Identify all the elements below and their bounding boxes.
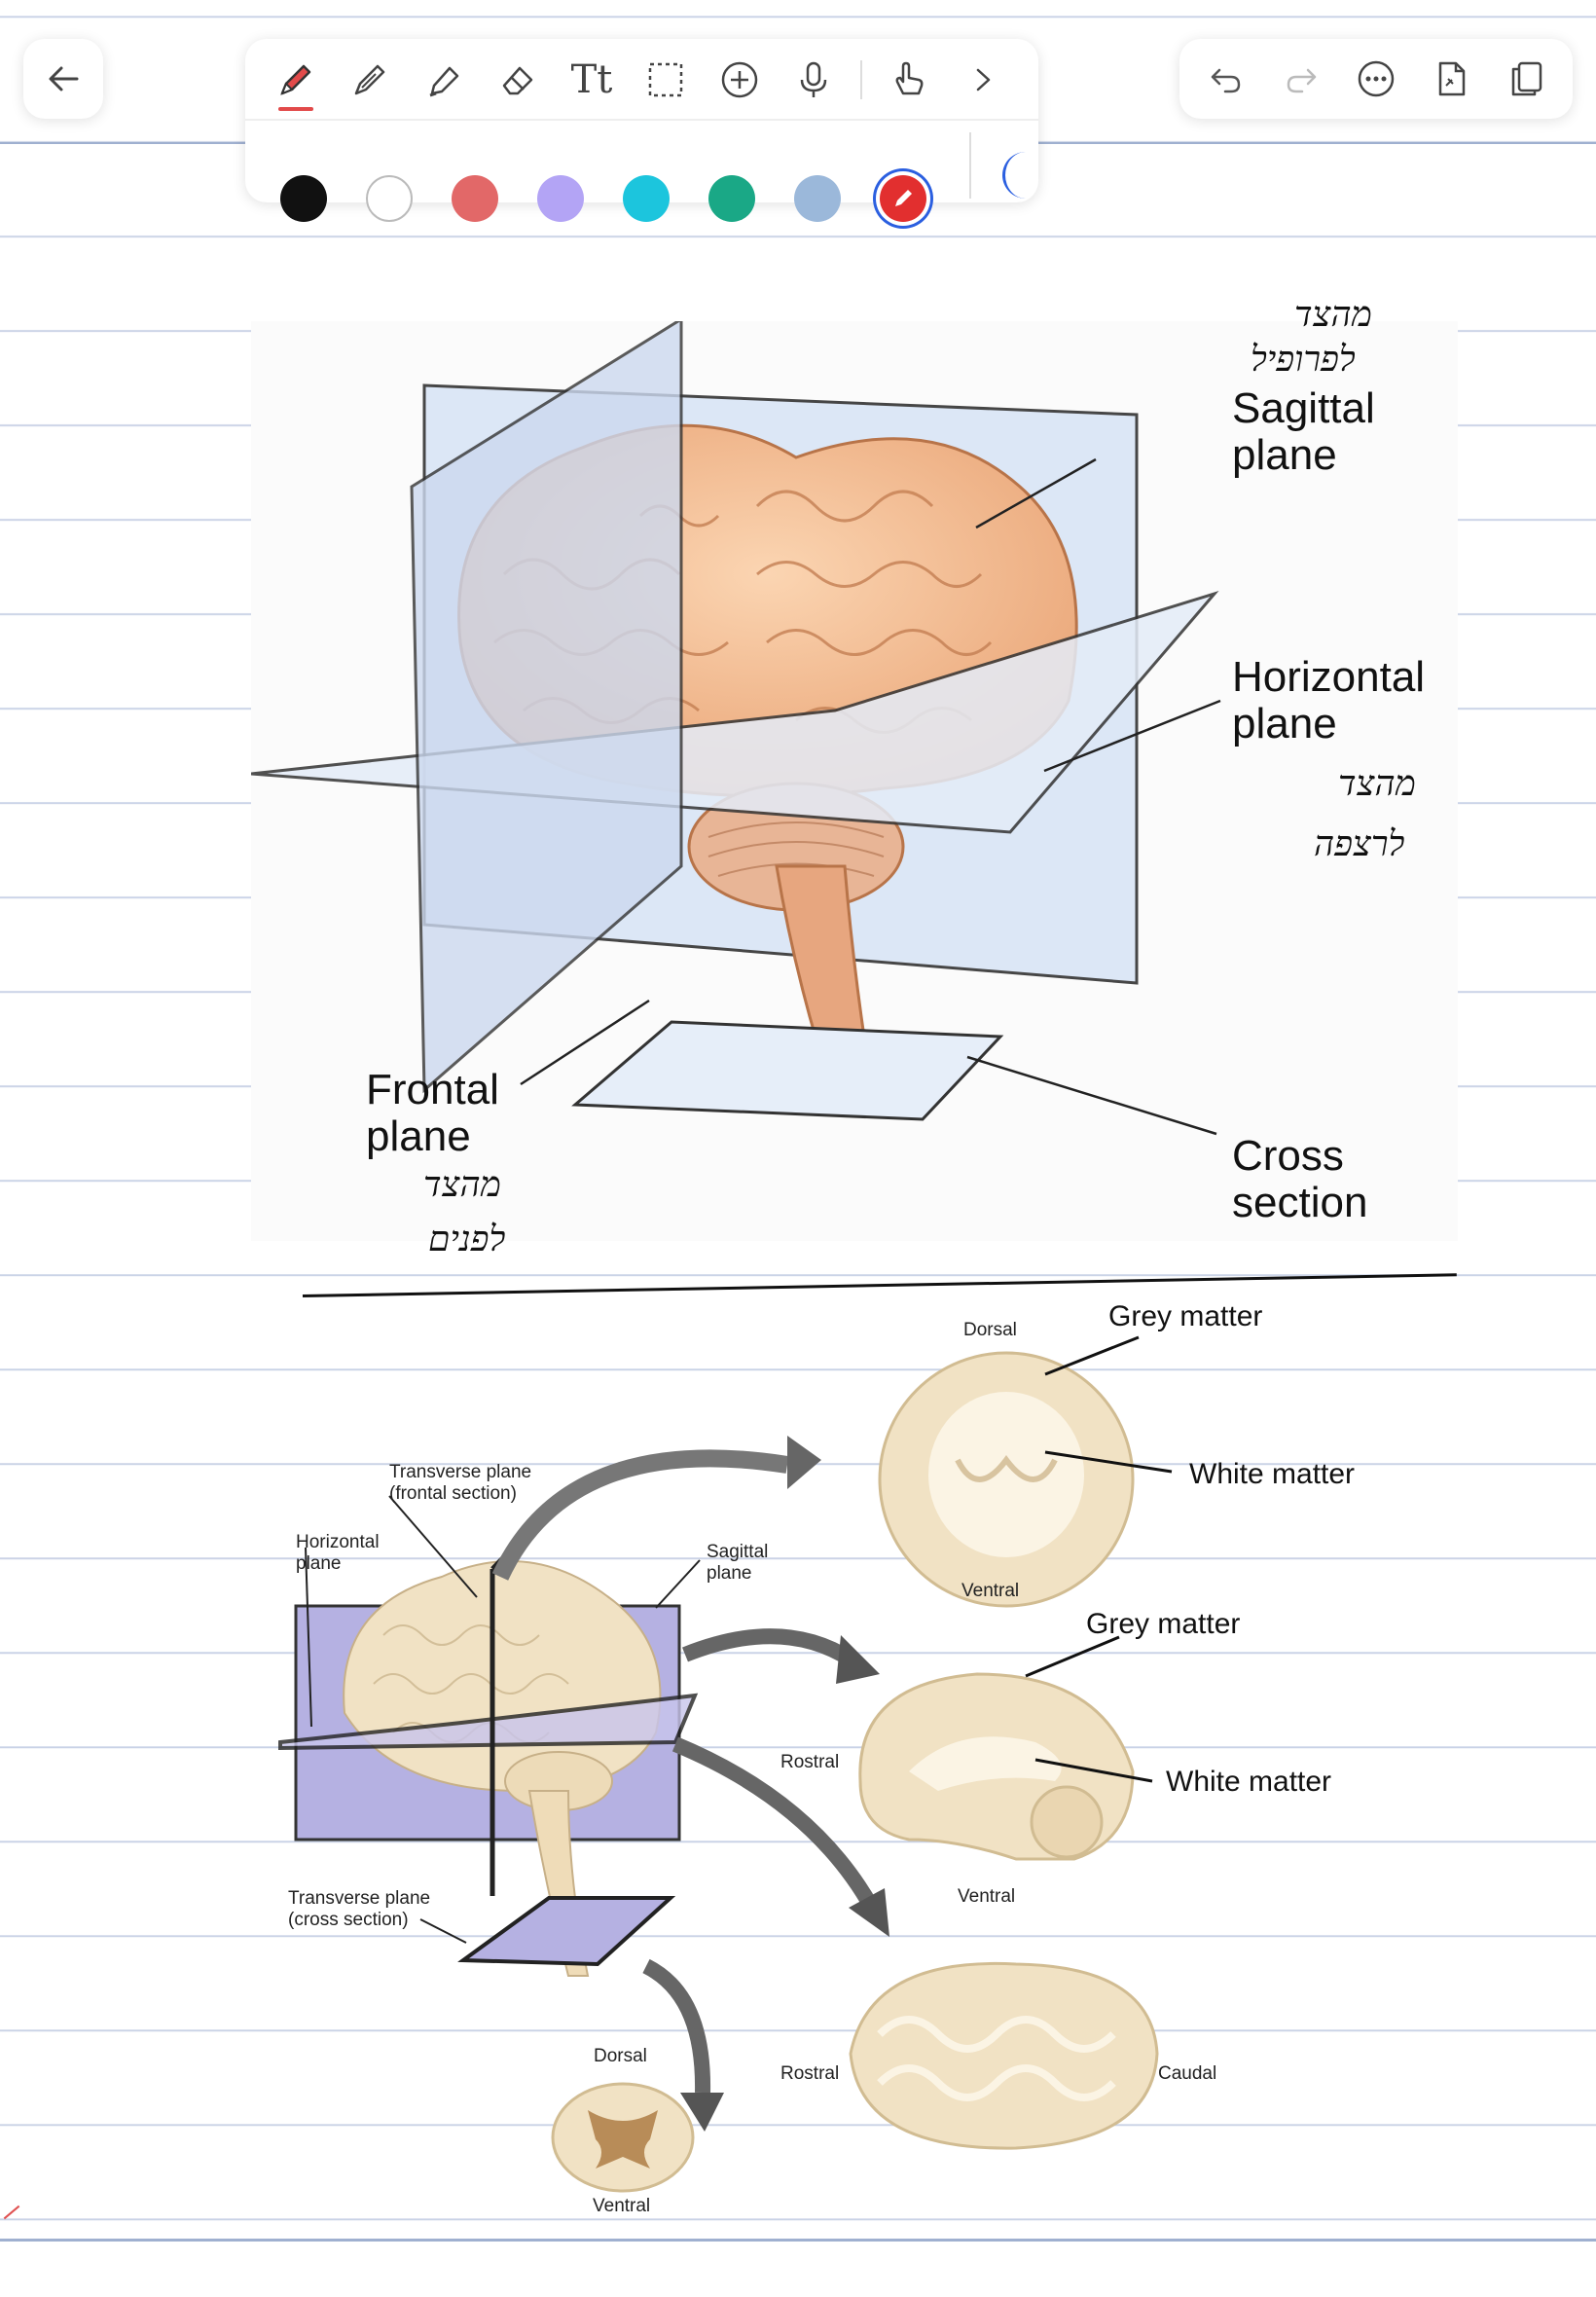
label-dorsal-coronal: Dorsal — [963, 1320, 1017, 1340]
label-horizontal-plane: Horizontal plane — [1232, 653, 1426, 747]
color-swatch-black[interactable] — [280, 175, 327, 222]
label-caudal-horizontal: Caudal — [1158, 2063, 1217, 2084]
arrow-left-icon — [49, 66, 79, 91]
add-element-icon — [721, 61, 758, 98]
edit-pen-icon — [895, 190, 912, 206]
touch-draw-button[interactable] — [882, 53, 936, 107]
handwritten-note-frontal-1: מהצד — [423, 1165, 501, 1205]
drawing-toolbar: Tt — [245, 39, 1038, 222]
more-tools-button[interactable] — [956, 53, 1010, 107]
label-white-matter-1: White matter — [1189, 1458, 1356, 1490]
label-grey-matter-2: Grey matter — [1086, 1608, 1241, 1640]
label-ventral-sagittal: Ventral — [958, 1886, 1016, 1907]
back-button[interactable] — [23, 39, 103, 119]
eraser-icon — [502, 66, 533, 95]
touch-draw-icon — [895, 61, 924, 95]
toolbar-divider — [245, 119, 1038, 121]
color-swatch-red[interactable] — [452, 175, 498, 222]
microphone-button[interactable] — [786, 53, 841, 107]
brain-planes-illustration — [250, 316, 1221, 1136]
handwritten-note-frontal-2: לפנים — [428, 1220, 506, 1259]
copy-pages-icon — [1511, 61, 1542, 96]
microphone-icon — [800, 61, 827, 97]
pen-icon — [280, 64, 311, 95]
label-white-matter-2: White matter — [1166, 1766, 1332, 1798]
lasso-tool-button[interactable] — [638, 53, 693, 107]
label-rostral-sagittal: Rostral — [780, 1752, 840, 1772]
label-horizontal-plane-2: Horizontal plane — [296, 1532, 380, 1574]
handwritten-note-horizontal-1: מהצד — [1338, 764, 1416, 804]
label-rostral-horizontal: Rostral — [780, 2063, 840, 2084]
page-bottom-rule — [0, 2239, 1596, 2242]
handwritten-note-sagittal-1: מהצד — [1294, 295, 1372, 335]
toolbar-separator — [860, 60, 862, 99]
text-tool-button[interactable]: Tt — [564, 53, 619, 107]
page-add-icon — [1438, 61, 1466, 96]
eraser-tool-button[interactable] — [490, 53, 545, 107]
label-ventral-spine: Ventral — [593, 2196, 651, 2216]
more-icon — [1358, 60, 1395, 97]
label-transverse-cross: Transverse plane (cross section) — [288, 1888, 431, 1930]
brain-sections-figure: Transverse plane (frontal section) Horiz… — [276, 1300, 1396, 2229]
color-swatch-lavender[interactable] — [537, 175, 584, 222]
fountain-pen-tool-button[interactable] — [343, 53, 397, 107]
add-element-button[interactable] — [712, 53, 767, 107]
label-ventral-coronal: Ventral — [961, 1581, 1020, 1601]
brain-sections-illustration — [278, 1335, 1173, 2193]
label-dorsal-spine: Dorsal — [594, 2046, 647, 2066]
color-picker-more[interactable] — [1002, 152, 1044, 199]
document-toolbar — [1179, 39, 1573, 119]
handwritten-note-sagittal-2: לפרופיל — [1251, 340, 1356, 380]
label-frontal-plane: Frontal plane — [366, 1066, 499, 1160]
color-palette — [280, 175, 926, 222]
label-sagittal-plane: Sagittal plane — [1232, 384, 1375, 479]
label-grey-matter-1: Grey matter — [1108, 1300, 1263, 1332]
brain-planes-figure: Sagittal plane Horizontal plane Frontal … — [250, 316, 1458, 1241]
copy-pages-button[interactable] — [1499, 52, 1553, 106]
page-add-button[interactable] — [1424, 52, 1478, 106]
color-swatch-cyan[interactable] — [623, 175, 670, 222]
color-swatch-green[interactable] — [708, 175, 755, 222]
label-cross-section: Cross section — [1232, 1132, 1368, 1226]
palette-divider — [969, 132, 971, 199]
chevron-right-icon — [976, 68, 991, 91]
label-sagittal-plane-2: Sagittal plane — [707, 1542, 769, 1584]
pen-tool-button[interactable] — [269, 53, 323, 111]
color-swatch-active-red[interactable] — [880, 175, 926, 222]
color-swatch-light-blue[interactable] — [794, 175, 841, 222]
text-tool-icon: Tt — [570, 57, 613, 102]
fountain-pen-icon — [354, 64, 385, 95]
highlighter-icon — [429, 66, 459, 97]
handwritten-note-horizontal-2: לרצפה — [1314, 824, 1405, 864]
redo-button[interactable] — [1274, 52, 1328, 106]
lasso-select-icon — [648, 62, 683, 97]
undo-icon — [1212, 68, 1241, 93]
label-transverse-frontal: Transverse plane (frontal section) — [389, 1462, 532, 1504]
undo-button[interactable] — [1199, 52, 1253, 106]
highlighter-tool-button[interactable] — [417, 53, 471, 107]
color-swatch-white[interactable] — [366, 175, 413, 222]
redo-icon — [1287, 68, 1317, 93]
more-options-button[interactable] — [1349, 52, 1403, 106]
